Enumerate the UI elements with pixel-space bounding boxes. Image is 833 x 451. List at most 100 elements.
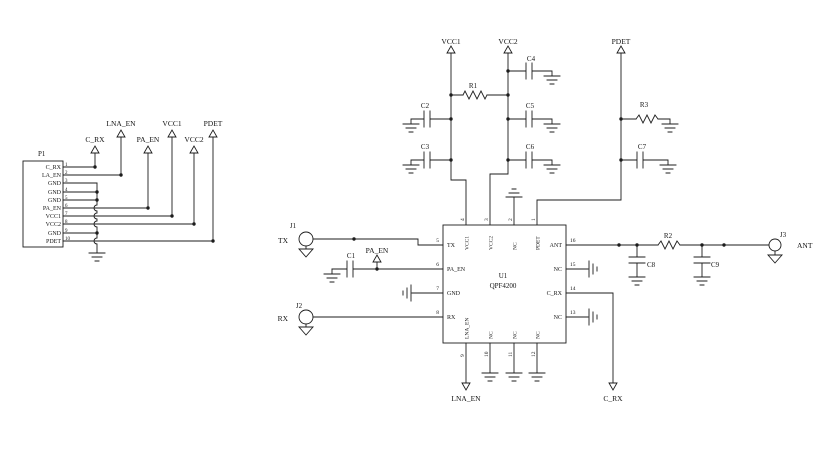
u1-pin-name: LNA_EN — [465, 318, 471, 339]
c-rx-bottom-port: C_RX — [565, 292, 623, 403]
p1-refdes: P1 — [38, 150, 46, 158]
ground-symbol — [693, 276, 711, 286]
ic-u1: U1 QPF4200 TX PA_EN GND RX 5 6 7 8 ANT N… — [436, 188, 576, 403]
j2-signal-label: RX — [278, 314, 289, 323]
u1-pin-name: NC — [513, 331, 519, 339]
component-refdes: C8 — [647, 261, 656, 269]
pin15-ground — [565, 260, 598, 278]
u1-pin-number: 11 — [508, 351, 514, 357]
resistor-r2: R2 — [657, 232, 681, 251]
junction-dot — [95, 190, 99, 194]
component-refdes: C2 — [421, 102, 430, 110]
pin13-ground — [565, 308, 598, 326]
junction-dot — [146, 206, 150, 210]
u1-pin-number: 13 — [570, 310, 576, 316]
u1-pin-number: 15 — [570, 262, 576, 268]
vcc1-rail: VCC1 — [441, 37, 467, 226]
net-port-label: VCC1 — [162, 119, 181, 128]
p1-pin-name: PA_EN — [43, 206, 62, 212]
connector-j2: J2 RX — [278, 302, 444, 336]
u1-pin-number: 1 — [531, 218, 537, 221]
ground-triangle-icon — [767, 254, 783, 264]
component-refdes: R2 — [664, 232, 673, 240]
capacitor-c8: C8 — [628, 244, 656, 286]
breakout-ports: C_RX LNA_EN PA_EN VCC1 VCC2 PDET — [85, 119, 223, 243]
wire — [536, 52, 622, 226]
capacitor-c5: C5 — [507, 102, 561, 133]
u1-pin-number: 2 — [508, 218, 514, 221]
ground-triangle-icon — [298, 248, 314, 258]
capacitor-body — [507, 110, 553, 128]
capacitor-c1: C1 — [323, 252, 444, 283]
capacitor-c3: C3 — [402, 143, 452, 174]
net-port-label: VCC2 — [498, 37, 517, 46]
p1-pin-number: 6 — [65, 204, 68, 209]
j1-signal-label: TX — [278, 236, 289, 245]
net-port-label: LNA_EN — [451, 394, 481, 403]
net-port-label: PA_EN — [366, 246, 389, 255]
p1-pin-name: LA_EN — [42, 173, 62, 179]
u1-pin-name: NC — [513, 242, 519, 250]
pin7-ground — [402, 284, 444, 302]
u1-pin-name: NC — [489, 331, 495, 339]
ground-symbol — [505, 188, 523, 198]
capacitor-c9: C9 — [693, 244, 720, 286]
net-port-icon — [616, 45, 626, 54]
component-refdes: C5 — [526, 102, 535, 110]
p1-pin-number: 5 — [65, 196, 68, 201]
u1-pin-number: 9 — [460, 354, 466, 357]
ground-symbol — [543, 75, 561, 85]
resistor-body — [657, 239, 681, 251]
coax-connector-icon — [298, 231, 314, 247]
j3-refdes: J3 — [780, 231, 787, 239]
u1-pin-number: 6 — [436, 262, 439, 268]
ground-triangle-icon — [298, 326, 314, 336]
junction-dot — [95, 231, 99, 235]
junction-dot — [93, 165, 97, 169]
connector-j1: J1 TX — [278, 222, 444, 258]
net-port-label: C_RX — [85, 135, 105, 144]
u1-pin-name: VCC1 — [465, 236, 471, 250]
ground-symbol — [588, 308, 598, 326]
pdet-rail: PDET — [536, 37, 631, 226]
p1-pin-name: GND — [48, 231, 62, 237]
u1-pin-number: 7 — [436, 286, 439, 292]
resistor-body — [462, 89, 488, 101]
u1-pin-name: NC — [536, 331, 542, 339]
p1-pin-name: VCC1 — [46, 214, 61, 220]
p1-pin-number: 9 — [65, 229, 68, 234]
p1-pin-number: 4 — [65, 188, 68, 193]
junction-dot — [170, 214, 174, 218]
p1-pin-name: VCC2 — [46, 222, 61, 228]
p1-pin-name: PDET — [46, 239, 61, 245]
capacitor-c2: C2 — [402, 102, 452, 133]
j3-signal-label: ANT — [797, 241, 813, 250]
ground-symbol — [543, 164, 561, 174]
net-port-icon — [116, 129, 126, 138]
coax-connector-icon — [768, 238, 782, 252]
wire — [312, 238, 444, 246]
connector-j3: J3 ANT — [767, 231, 813, 264]
capacitor-c6: C6 — [507, 143, 561, 174]
p1-pin-number: 10 — [65, 237, 71, 242]
resistor-body — [635, 113, 659, 125]
u1-pin-name: TX — [447, 243, 456, 249]
capacitor-body — [507, 62, 553, 80]
net-port-label: LNA_EN — [106, 119, 136, 128]
ant-network: R2 C8 C9 J3 ANT — [565, 231, 813, 286]
junction-dot — [211, 239, 215, 243]
capacitor-body — [620, 151, 669, 169]
ground-symbol — [402, 123, 420, 133]
net-port-icon — [90, 145, 100, 154]
u1-body — [442, 224, 567, 344]
u1-pin-number: 12 — [531, 351, 537, 357]
p1-pin-name: GND — [48, 198, 62, 204]
u1-pin-name: PDET — [536, 236, 542, 250]
p1-pin-name: GND — [48, 190, 62, 196]
ground-symbol — [528, 372, 546, 382]
ground-symbol — [402, 284, 412, 302]
wire — [489, 52, 509, 226]
j2-refdes: J2 — [296, 302, 303, 310]
net-port-label: VCC1 — [441, 37, 460, 46]
